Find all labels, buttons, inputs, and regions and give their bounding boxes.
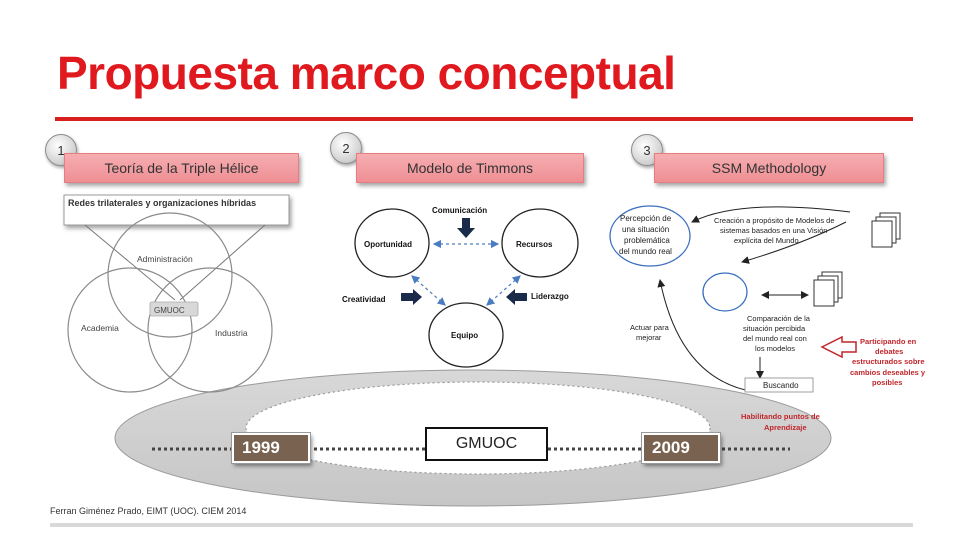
perception-cloud (609, 205, 691, 267)
academia-circle (67, 267, 193, 393)
section-3-label: SSM Methodology (711, 160, 827, 176)
timeline-center-box: GMUOC (425, 427, 548, 461)
title-underline (55, 117, 913, 121)
triple-helix-banner (63, 194, 290, 226)
liderazgo-label: Liderazgo (531, 292, 569, 301)
creatividad-label: Creatividad (342, 295, 386, 304)
enabling-line-1: Habilitando puntos de (741, 412, 820, 421)
comparison-line-4: los modelos (755, 344, 795, 353)
participating-line-1: Participando en (860, 337, 917, 346)
participating-line-4: cambios deseables y (850, 368, 926, 377)
buscando-box (744, 377, 814, 393)
participating-line-2: debates (875, 347, 903, 356)
oportunidad-label: Oportunidad (364, 240, 412, 249)
ssm-diagram (609, 205, 901, 393)
comparison-line-3: del mundo real con (743, 334, 807, 343)
section-1-label: Teoría de la Triple Hélice (104, 160, 259, 176)
recursos-node (501, 208, 579, 278)
participating-line-5: posibles (872, 378, 902, 387)
enabling-line-2: Aprendizaje (764, 423, 807, 432)
comunicacion-arrow (457, 218, 475, 238)
footer-rule (50, 523, 913, 527)
academia-label: Academia (81, 323, 119, 333)
liderazgo-arrow (506, 289, 527, 305)
model-cloud (702, 272, 748, 312)
start-year-box: 1999 (232, 433, 310, 463)
perception-line-2: una situación (622, 225, 669, 234)
gmuoc-center-tag (149, 301, 199, 317)
perception-line-1: Percepción de (620, 214, 672, 223)
triple-helix-banner-text: Redes trilaterales y organizaciones híbr… (68, 198, 256, 208)
oportunidad-node (354, 208, 430, 278)
administracion-circle (107, 212, 233, 338)
credit-footer: Ferran Giménez Prado, EIMT (UOC). CIEM 2… (50, 506, 247, 516)
equipo-label: Equipo (451, 331, 478, 340)
perception-line-3: problemática (624, 236, 670, 245)
comparison-line-2: situación percibida (743, 324, 806, 333)
section-2-header: Modelo de Timmons (356, 153, 584, 183)
participating-line-3: estructurados sobre (852, 357, 925, 366)
perception-line-4: del mundo real (619, 247, 672, 256)
creation-line-3: explícita del Mundo (734, 236, 799, 245)
timeline-center-label: GMUOC (455, 435, 518, 452)
comparison-line-1: Comparación de la (747, 314, 811, 323)
section-3-header: SSM Methodology (654, 153, 884, 183)
recursos-label: Recursos (516, 240, 553, 249)
start-year-label: 1999 (242, 438, 280, 457)
end-year-box: 2009 (642, 433, 720, 463)
industria-circle (147, 267, 273, 393)
models-doc-stack-top (871, 212, 901, 248)
creation-line-1: Creación a propósito de Modelos de (714, 216, 835, 225)
comunicacion-label: Comunicación (432, 206, 487, 215)
page-title: Propuesta marco conceptual (57, 47, 676, 99)
models-doc-stack-mid (813, 271, 843, 307)
administracion-label: Administración (137, 254, 193, 264)
gmuoc-center-label: GMUOC (154, 306, 185, 315)
act-line-2: mejorar (636, 333, 662, 342)
section-1-header: Teoría de la Triple Hélice (64, 153, 299, 183)
end-year-label: 2009 (652, 438, 690, 457)
timmons-diagram (354, 208, 579, 368)
section-2-label: Modelo de Timmons (406, 160, 534, 176)
triple-helix-diagram (63, 194, 290, 393)
creatividad-arrow (401, 289, 422, 305)
act-line-1: Actuar para (630, 323, 670, 332)
creation-line-2: sistemas basados en una Visión (720, 226, 827, 235)
equipo-node (428, 302, 504, 368)
buscando-label: Buscando (763, 381, 799, 390)
industria-label: Industria (215, 328, 248, 338)
participating-arrow (820, 335, 857, 359)
